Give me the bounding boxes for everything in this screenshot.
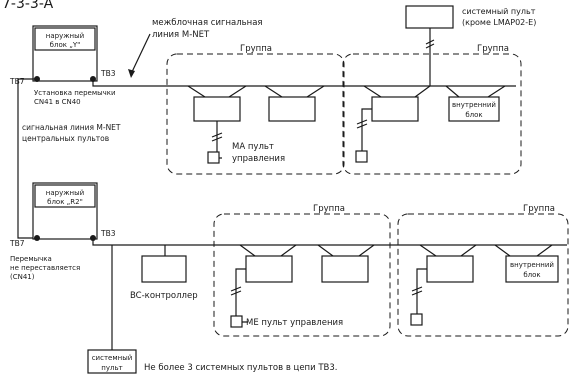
group-3-branch-wires — [239, 244, 375, 257]
indoor-unit-label-1: внутренний — [452, 101, 496, 109]
wire-break-mark — [211, 132, 223, 142]
outdoor-unit-y-label-box — [34, 27, 96, 51]
indoor-unit — [371, 96, 419, 122]
figure-title: 7-3-3-A — [2, 0, 54, 12]
indoor-unit — [448, 96, 500, 122]
indoor-unit — [505, 255, 559, 283]
indoor-unit-label-2: блок — [523, 271, 540, 279]
indoor-unit — [245, 255, 293, 283]
outdoor-unit-y-label-1: наружный — [46, 32, 84, 40]
jumper-keep-label-2: не переставляется — [10, 264, 80, 272]
group-1-label: Группа — [240, 44, 272, 54]
note-text: Не более 3 системных пультов в цепи TB3. — [144, 363, 337, 373]
group-3 — [213, 213, 391, 337]
central-line-label-1: сигнальная линия M-NET — [22, 123, 121, 132]
group-3-label: Группа — [313, 204, 345, 214]
interblock-line-label-2: линия M-NET — [152, 30, 210, 40]
outdoor-unit-r2-label-1: наружный — [46, 189, 84, 197]
tb7-label-top: TB7 — [9, 77, 25, 86]
ma-remote — [207, 151, 220, 164]
tb3-label-bottom: TB3 — [100, 229, 116, 238]
group-4-branch-wires — [419, 244, 553, 257]
wire-break-mark — [356, 119, 368, 129]
ma-remote-label-2: управления — [232, 154, 285, 164]
indoor-unit — [268, 96, 316, 122]
outdoor-unit-y-label-2: блок „Y" — [50, 41, 81, 49]
group-2 — [342, 53, 522, 175]
outdoor-unit-r2-label-2: блок „R2" — [47, 198, 83, 206]
interblock-arrowhead — [128, 69, 135, 78]
central-mnet-line — [17, 78, 37, 239]
me-remote-wire-2 — [416, 268, 427, 314]
indoor-unit — [321, 255, 369, 283]
system-remote-top-label-1: системный пульт — [462, 7, 536, 16]
group-4-label: Группа — [523, 204, 555, 214]
system-remote-bottom-label-1: системный — [92, 354, 133, 362]
indoor-unit — [193, 96, 241, 122]
system-remote-bottom-label-2: пульт — [101, 364, 122, 372]
me-remote — [230, 315, 243, 328]
interblock-line-label-1: межблочная сигнальная — [152, 18, 263, 28]
mnet-line-bottom — [92, 238, 567, 256]
me-remote-label: МЕ пульт управления — [246, 318, 343, 328]
interblock-arrow — [130, 33, 151, 75]
wire-break-mark — [425, 39, 435, 49]
outdoor-unit-r2-label-box — [34, 184, 96, 208]
system-remote-bottom — [87, 349, 137, 374]
group-4 — [397, 213, 569, 337]
ma-remote-2 — [355, 150, 368, 163]
tb7-terminal-bottom — [34, 235, 40, 241]
indoor-unit-label-2: блок — [465, 111, 482, 119]
indoor-unit-label-1: внутренний — [510, 261, 554, 269]
jumper-install-label-2: CN41 в CN40 — [34, 98, 81, 106]
indoor-unit — [426, 255, 474, 283]
group-2-label: Группа — [477, 44, 509, 54]
central-line-label-2: центральных пультов — [22, 134, 109, 143]
jumper-keep-label-1: Перемычка — [10, 255, 52, 263]
bc-controller — [141, 255, 187, 283]
system-remote-top — [405, 5, 454, 29]
wire-break-mark — [411, 286, 423, 296]
system-remote-top-label-2: (кроме LMAP02-E) — [462, 18, 536, 27]
ma-remote-wire-2 — [361, 108, 372, 151]
tb7-label-bottom: TB7 — [9, 239, 25, 248]
ma-remote-label-1: МА пульт — [232, 142, 274, 152]
jumper-keep-label-3: (CN41) — [10, 273, 35, 281]
me-remote-2 — [410, 313, 423, 326]
wire-break-mark — [230, 286, 242, 296]
group-1-branch-wires — [187, 85, 325, 98]
jumper-install-label-1: Установка перемычки — [34, 89, 116, 97]
mnet-line-top — [92, 79, 516, 87]
tb3-label-top: TB3 — [100, 69, 116, 78]
bc-controller-label: BC-контроллер — [130, 291, 198, 301]
group-2-branch-wires — [363, 85, 506, 98]
group-1 — [166, 53, 345, 175]
